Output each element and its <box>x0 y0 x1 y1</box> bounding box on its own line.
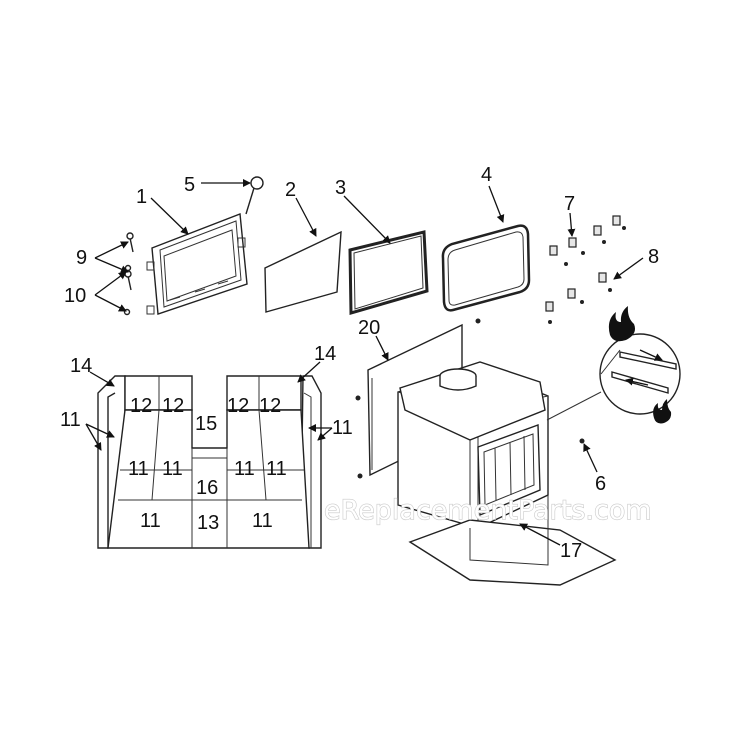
callout-6: 6 <box>595 473 606 495</box>
callout-4: 4 <box>481 164 492 186</box>
callout-11-floor-d: 11 <box>266 458 287 480</box>
glass-gasket <box>348 230 429 315</box>
glass-panel <box>264 230 342 313</box>
stove-body <box>355 318 617 586</box>
callout-1: 1 <box>136 186 147 208</box>
callout-12-a: 12 <box>130 395 152 417</box>
callout-12-d: 12 <box>259 395 281 417</box>
handle-knob <box>245 176 264 215</box>
clips-and-screws <box>545 215 626 324</box>
callout-12-b: 12 <box>162 395 184 417</box>
callout-16: 16 <box>196 477 218 499</box>
door-bolts <box>123 232 134 316</box>
callout-14-right: 14 <box>314 343 336 365</box>
door-assembly <box>146 213 248 315</box>
baffle-detail-inset <box>546 306 681 424</box>
callout-17: 17 <box>560 540 582 562</box>
firebrick-layout <box>97 375 322 549</box>
callout-3: 3 <box>335 177 346 199</box>
callout-12-c: 12 <box>227 395 249 417</box>
callout-labels: 1 5 2 3 4 7 8 9 10 14 14 11 11 12 12 12 … <box>60 164 659 562</box>
callout-20: 20 <box>358 317 380 339</box>
callout-7: 7 <box>564 193 575 215</box>
callout-15: 15 <box>195 413 217 435</box>
callout-14-left: 14 <box>70 355 92 377</box>
leader-lines <box>85 179 644 546</box>
callout-9: 9 <box>76 247 87 269</box>
callout-11-left-wall: 11 <box>60 409 81 431</box>
callout-11-floor-a: 11 <box>128 458 149 480</box>
callout-10: 10 <box>64 285 86 307</box>
rope-gasket <box>441 224 531 312</box>
callout-11-floor-b: 11 <box>162 458 183 480</box>
callout-5: 5 <box>184 174 195 196</box>
callout-11-floor-c: 11 <box>234 458 255 480</box>
callout-2: 2 <box>285 179 296 201</box>
watermark: eReplacementParts.com <box>324 495 652 526</box>
callout-11-right-wall: 11 <box>332 417 353 439</box>
callout-11-front-left: 11 <box>140 510 161 532</box>
callout-13: 13 <box>197 512 219 534</box>
flame-icon-small <box>653 399 672 424</box>
flame-icon <box>608 306 635 342</box>
callout-8: 8 <box>648 246 659 268</box>
callout-11-front-right: 11 <box>252 510 273 532</box>
